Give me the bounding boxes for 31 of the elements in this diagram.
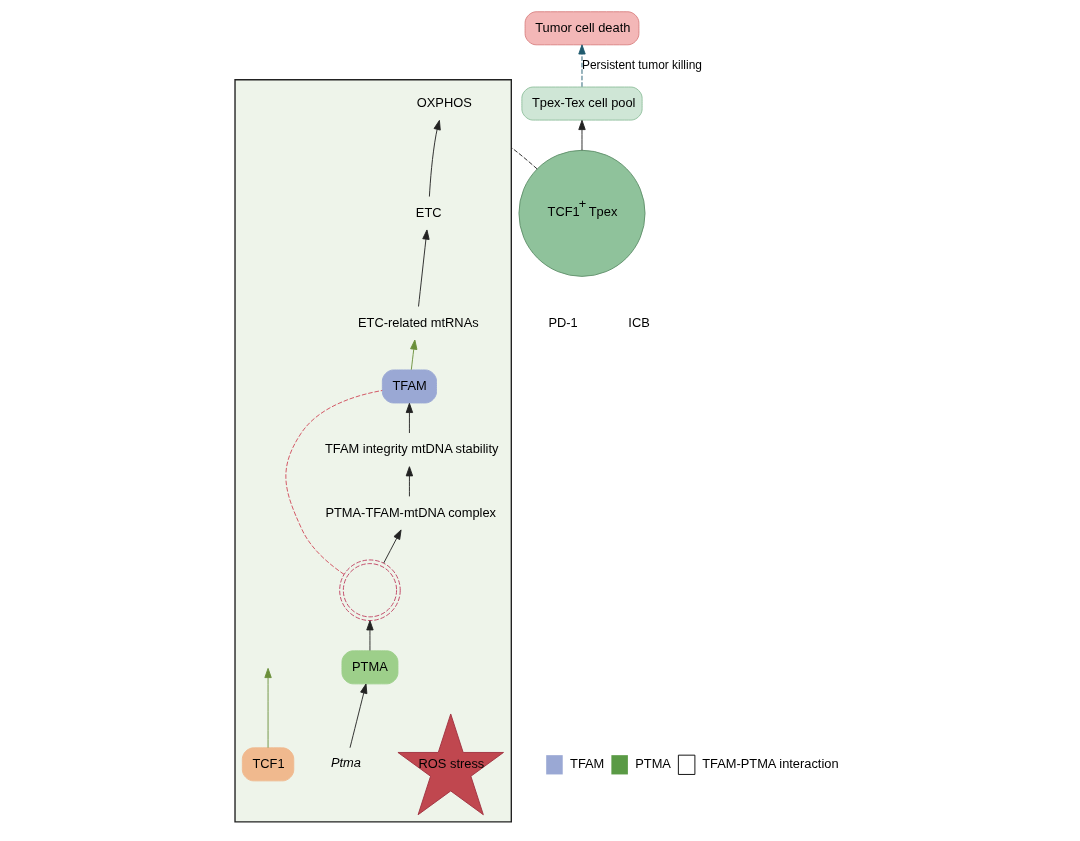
arrow [366, 620, 374, 651]
node-box: Tpex-Tex cell pool [521, 86, 643, 121]
label: ICB [628, 314, 650, 330]
arrow [578, 119, 586, 151]
node-text: ETC [415, 204, 442, 220]
edge-label: Persistent tumor killing [582, 58, 702, 73]
arrow [418, 229, 430, 307]
node-box: PTMA [341, 650, 399, 685]
node-text: OXPHOS [416, 94, 472, 110]
arrow [264, 667, 272, 749]
node-text: Ptma [330, 754, 361, 770]
arrow [428, 119, 441, 197]
arrow [578, 44, 586, 88]
arrow [405, 402, 414, 434]
node-box: TCF1 [241, 747, 295, 782]
node-text: PTMA-TFAM-mtDNA complex [325, 504, 496, 520]
cluster [234, 79, 512, 823]
legend-label: TFAM-PTMA interaction [702, 756, 839, 772]
legend-label: PTMA [635, 756, 671, 772]
node-box: Tumor cell death [524, 11, 640, 46]
label: PD-1 [548, 314, 578, 330]
connector [285, 390, 383, 575]
node-text: TFAM integrity mtDNA stability [324, 441, 499, 457]
connector [510, 147, 538, 170]
legend-label: TFAM [570, 756, 605, 772]
arrow [349, 683, 368, 749]
arrow [383, 529, 402, 564]
node-box: TFAM [381, 369, 437, 404]
arrow [410, 339, 418, 371]
node-text: ETC-related mtRNAs [358, 314, 479, 330]
arrow [405, 466, 414, 497]
